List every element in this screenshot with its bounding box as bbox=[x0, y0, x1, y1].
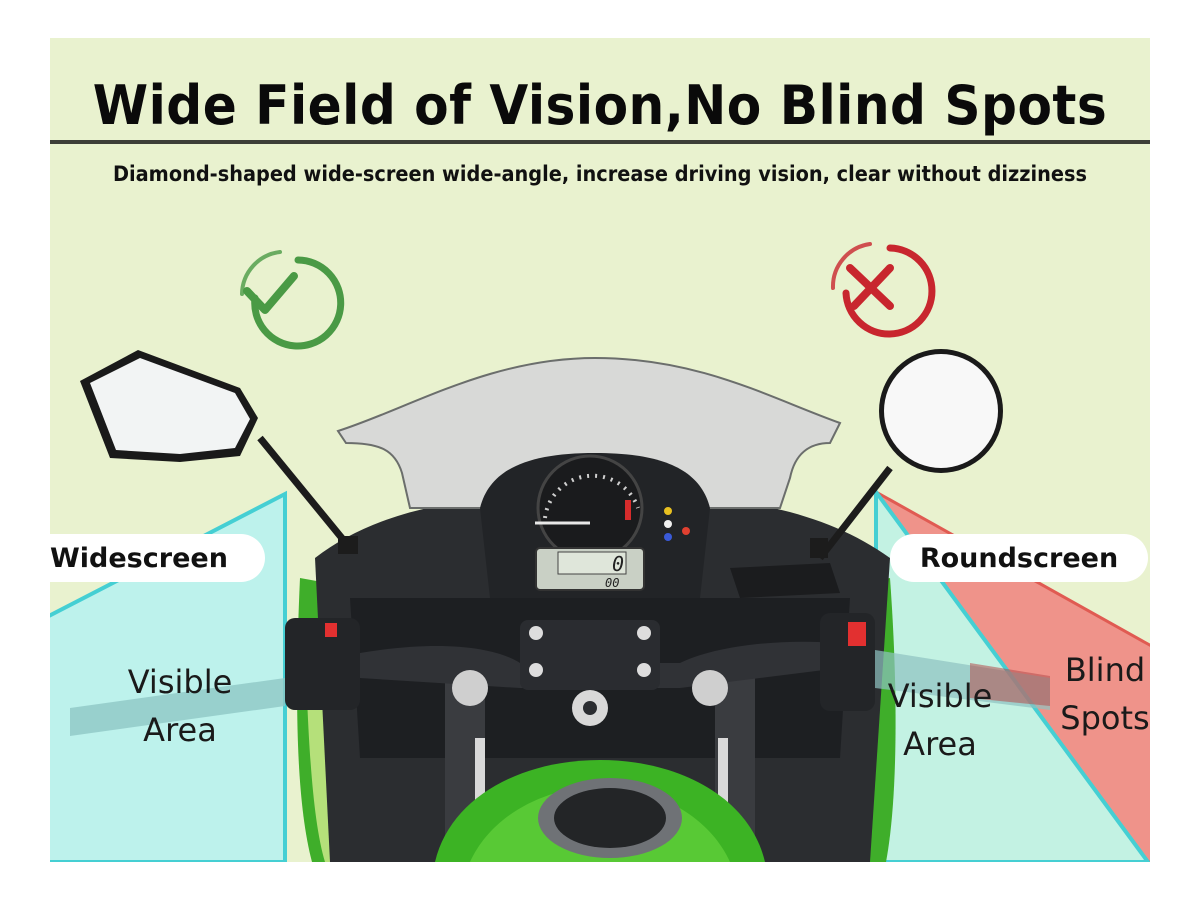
right-visible-line1: Visible bbox=[887, 677, 993, 715]
lcd-speed: 0 bbox=[612, 552, 624, 576]
left-visible-line1: Visible bbox=[127, 663, 233, 701]
subtitle: Diamond-shaped wide-screen wide-angle, i… bbox=[112, 162, 1088, 186]
widescreen-label-text: Widescreen bbox=[50, 542, 228, 574]
left-visible-line2: Area bbox=[143, 711, 217, 749]
round-mirror bbox=[810, 349, 1003, 561]
right-visible-line2: Area bbox=[903, 725, 977, 763]
widescreen-label: Widescreen bbox=[50, 534, 265, 582]
check-circle-icon bbox=[240, 250, 345, 350]
roundscreen-label-text: Roundscreen bbox=[919, 542, 1119, 574]
blind-spots-line1: Blind bbox=[1064, 651, 1146, 689]
motorcycle-scene: 0 00 bbox=[50, 242, 1150, 862]
blind-spots-line2: Spots bbox=[1060, 699, 1150, 737]
right-visible-area-label: Visible Area bbox=[880, 672, 1000, 768]
instrument-cluster: 0 00 bbox=[480, 453, 710, 598]
infographic-panel: Wide Field of Vision,No Blind Spots Diam… bbox=[50, 38, 1150, 862]
lcd-sub: 00 bbox=[605, 576, 619, 590]
windscreen bbox=[336, 356, 842, 509]
page-title: Wide Field of Vision,No Blind Spots bbox=[92, 74, 1108, 137]
diamond-mirror bbox=[80, 350, 358, 554]
roundscreen-label: Roundscreen bbox=[890, 534, 1148, 582]
title-divider bbox=[50, 140, 1150, 144]
handlebars bbox=[70, 563, 1050, 736]
left-visible-area-label: Visible Area bbox=[115, 658, 245, 754]
x-circle-icon bbox=[830, 242, 936, 338]
blind-spots-label: Blind Spots bbox=[1050, 646, 1150, 742]
